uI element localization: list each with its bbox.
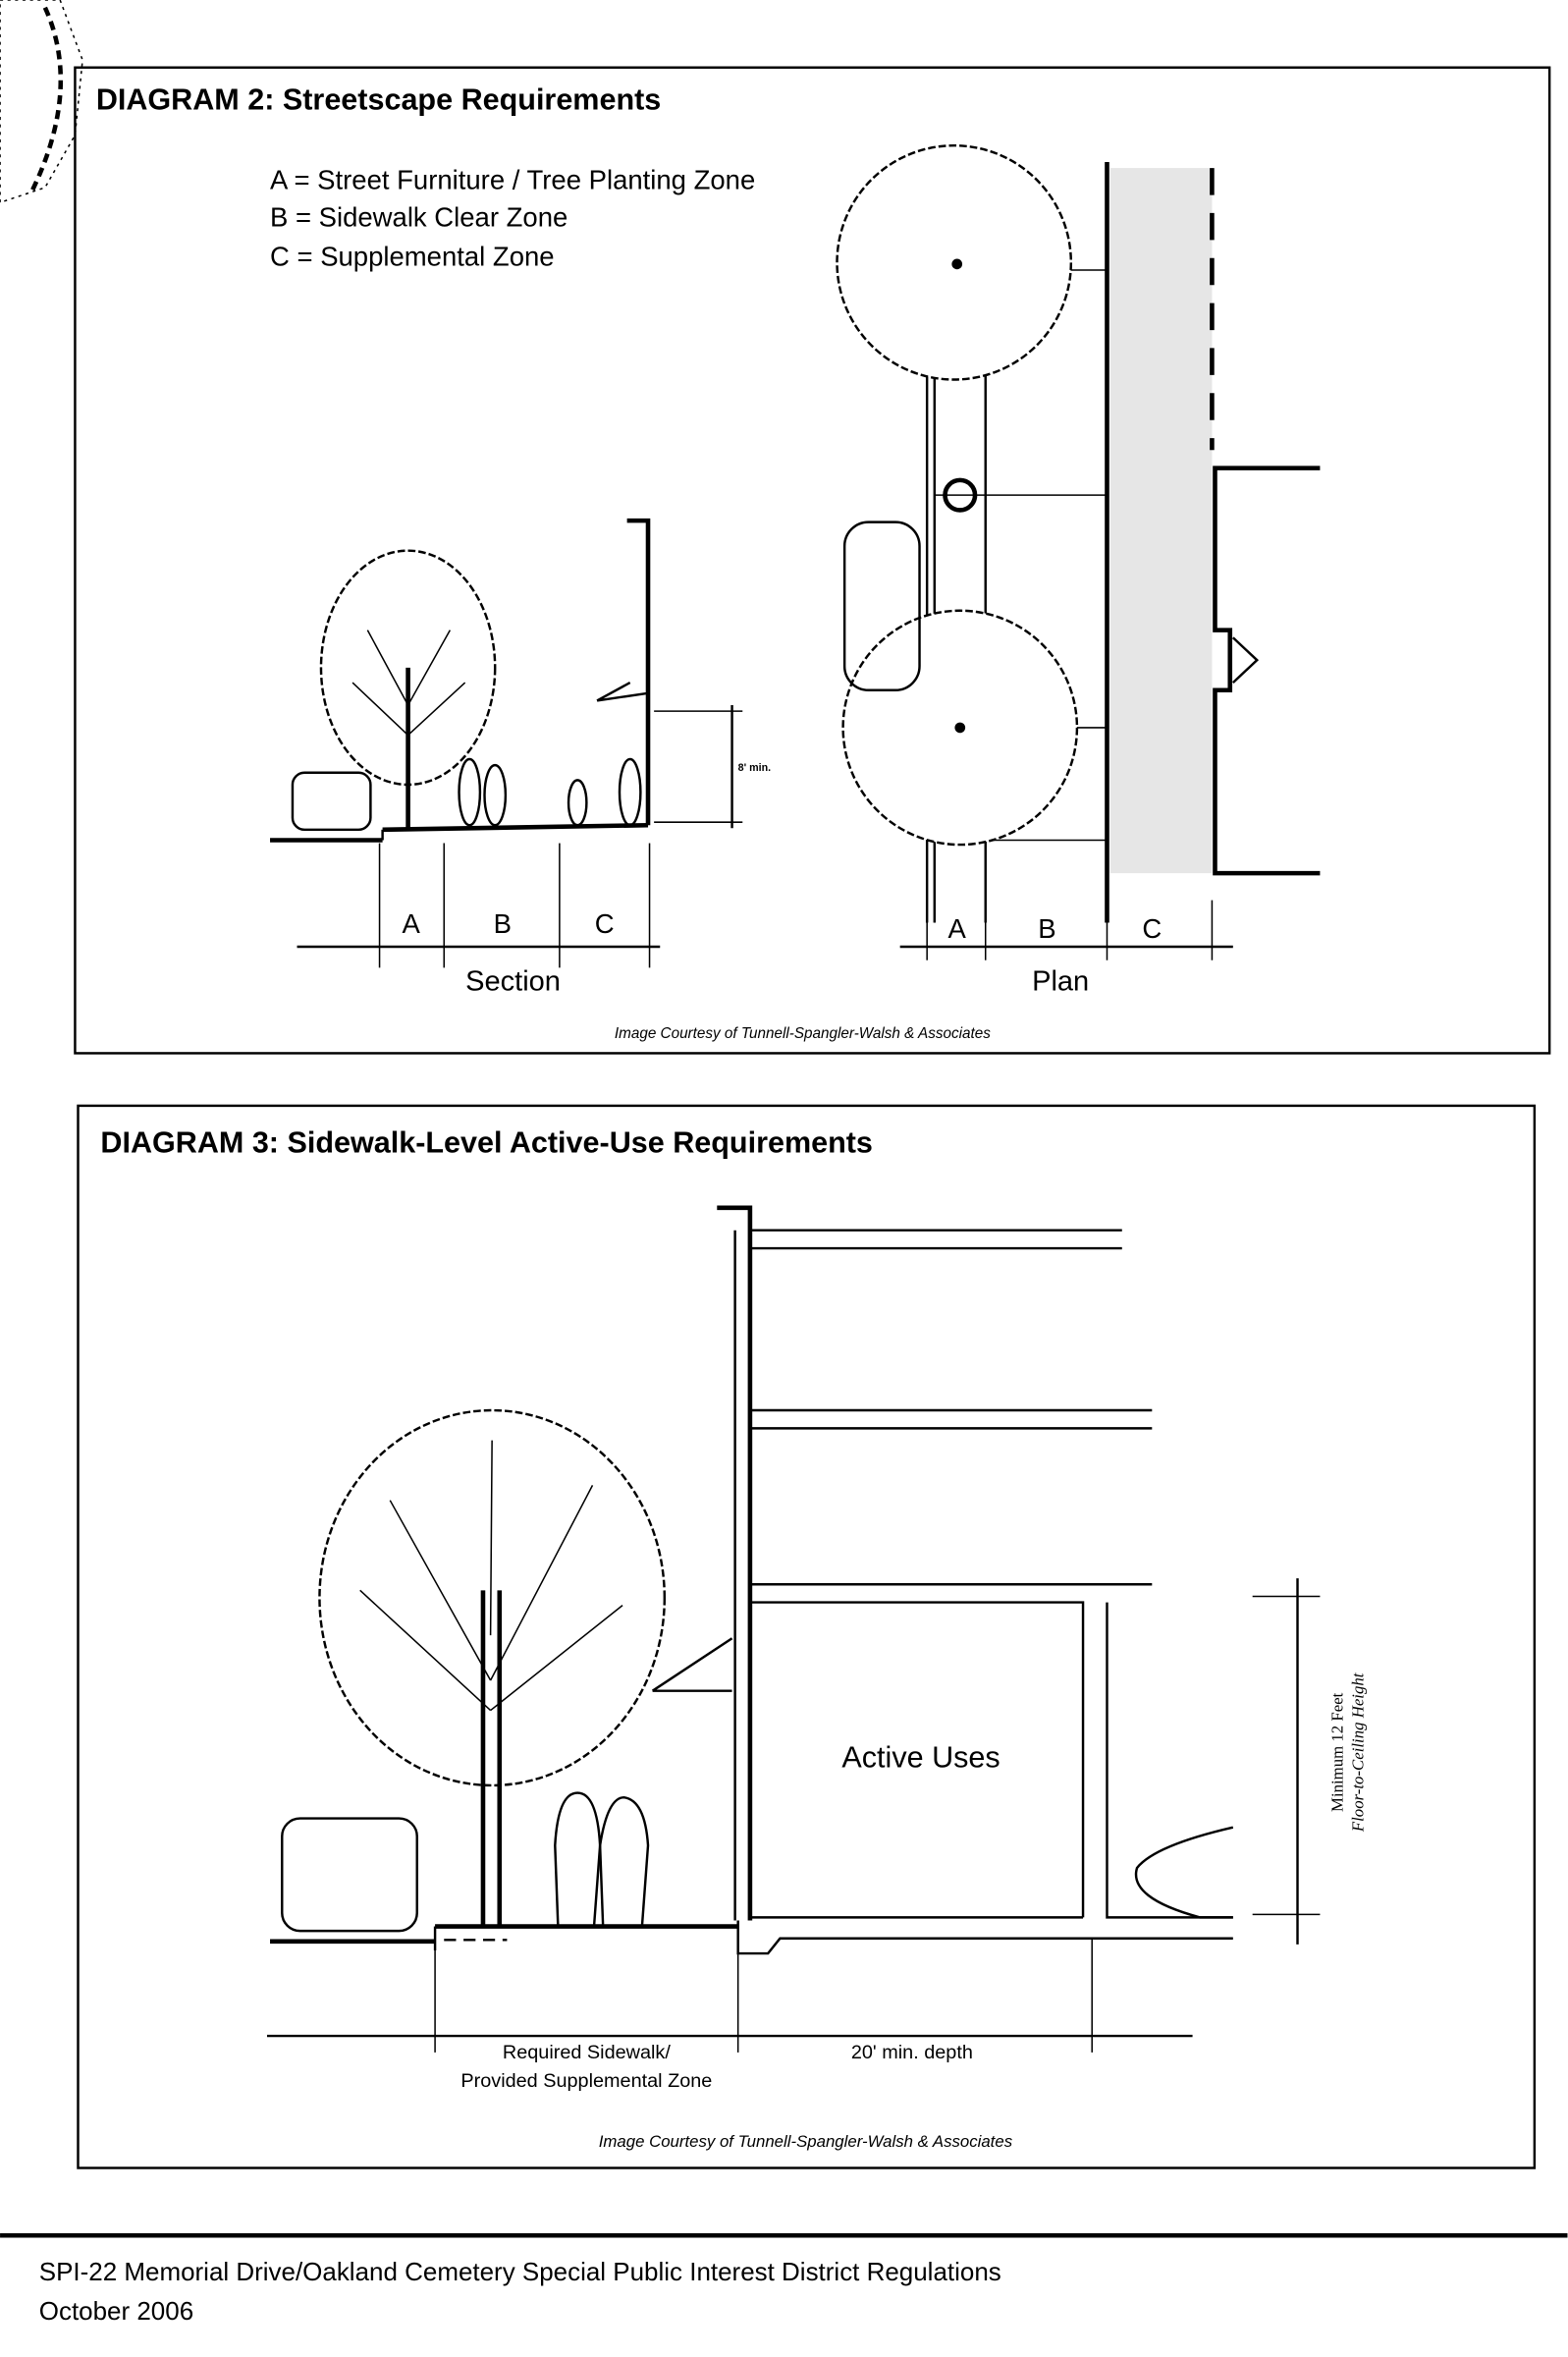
building-footprint (1213, 466, 1321, 876)
plan-drawing: A B C Plan (836, 143, 1321, 997)
footer-title: SPI-22 Memorial Drive/Oakland Cemetery S… (39, 2257, 1001, 2286)
diagram-2: DIAGRAM 2: Streetscape Requirements A = … (74, 66, 1551, 1055)
diagram-3-title: DIAGRAM 3: Sidewalk-Level Active-Use Req… (100, 1125, 873, 1159)
diagram-2-credit: Image Courtesy of Tunnell-Spangler-Walsh… (615, 1025, 991, 1042)
dim-left-line1: Required Sidewalk/ (503, 2042, 671, 2063)
height-note-line1: Minimum 12 Feet (1327, 1692, 1346, 1812)
plan-label: Plan (1032, 965, 1089, 997)
dim-left-line2: Provided Supplemental Zone (460, 2070, 712, 2092)
section-zone-c: C (595, 908, 615, 939)
awning (651, 1637, 733, 1692)
section-height-note: 8' min. (738, 762, 771, 774)
supplemental-zone-shading (1109, 168, 1213, 874)
diagram-2-title: DIAGRAM 2: Streetscape Requirements (96, 83, 661, 117)
pedestrians-icon (554, 1791, 650, 1928)
legend-b: B = Sidewalk Clear Zone (270, 202, 568, 233)
trash-can-icon (943, 477, 978, 513)
diagram-3-credit: Image Courtesy of Tunnell-Spangler-Walsh… (599, 2132, 1013, 2151)
diagram-3: DIAGRAM 3: Sidewalk-Level Active-Use Req… (77, 1104, 1537, 2169)
awning (596, 682, 649, 702)
dim-right: 20' min. depth (851, 2042, 973, 2063)
legend-a: A = Street Furniture / Tree Planting Zon… (270, 164, 755, 194)
section-zone-a: A (402, 908, 420, 939)
car-front-icon (1134, 1826, 1234, 1919)
car-icon (291, 771, 372, 832)
pedestrians-icon (458, 757, 642, 827)
building-section: Active Uses (651, 1205, 1233, 1955)
footer-date: October 2006 (39, 2296, 193, 2326)
building-wall (626, 518, 651, 826)
city-seal-fragment (0, 0, 83, 204)
plan-zone-a: A (948, 913, 967, 944)
car-icon (281, 1817, 418, 1933)
diagram-2-frame (74, 66, 1551, 1055)
diagram-3-frame (77, 1104, 1537, 2169)
active-uses-label: Active Uses (841, 1741, 1000, 1775)
section-drawing: 8' min. A B C Section (270, 518, 771, 997)
height-note-line2: Floor-to-Ceiling Height (1349, 1672, 1368, 1833)
plan-zone-c: C (1142, 913, 1162, 944)
legend-c: C = Supplemental Zone (270, 241, 555, 271)
section-label: Section (465, 965, 561, 997)
tree-icon (318, 1408, 667, 1787)
plan-zone-b: B (1038, 913, 1055, 944)
section-zone-b: B (494, 908, 512, 939)
parked-car-icon (842, 521, 921, 691)
